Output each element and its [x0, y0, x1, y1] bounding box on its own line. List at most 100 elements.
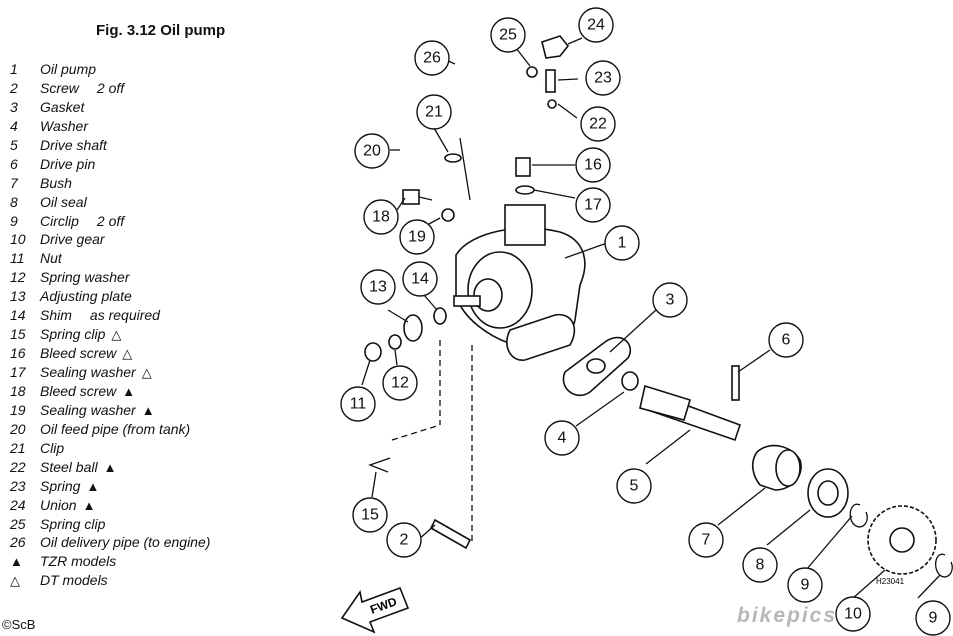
legend-item-text: Screw	[40, 79, 79, 96]
screw-part	[429, 518, 472, 550]
callout-24: 24	[578, 7, 614, 43]
legend-item-number: 4	[10, 117, 18, 134]
callout-circle	[688, 522, 724, 558]
callout-label: 4	[558, 430, 567, 447]
callout-label: 8	[756, 557, 765, 574]
legend-item-text: Adjusting plate	[40, 288, 132, 305]
callout-20: 20	[354, 133, 390, 169]
callout-circle	[835, 596, 871, 632]
callout-label: 10	[844, 606, 862, 623]
legend-item-number: 5	[10, 136, 18, 153]
fwd-arrow: FWD	[340, 586, 410, 634]
callout-circle	[616, 468, 652, 504]
callout-circle	[544, 420, 580, 456]
pump-flange	[506, 313, 576, 361]
legend-item-text: Nut	[40, 250, 62, 267]
callout-label: 20	[363, 143, 381, 160]
legend-item-text: Shim	[40, 307, 72, 324]
callout-circle	[382, 365, 418, 401]
callout-label: 7	[702, 532, 711, 549]
legend-item-number: 3	[10, 98, 18, 115]
legend-item-number: 7	[10, 174, 18, 191]
figure-title: Fig. 3.12 Oil pump	[96, 22, 226, 39]
sealing-washer-tzr-part	[441, 208, 455, 222]
tzr-marker-icon: ▲	[10, 554, 23, 570]
callout-label: 14	[411, 271, 429, 288]
legend-item-text: Clip	[40, 439, 65, 456]
callout-circle	[652, 282, 688, 318]
legend-key-item: △DT models	[10, 571, 340, 590]
callout-circle	[742, 547, 778, 583]
shim-part	[433, 307, 447, 325]
dt-marker-icon: △	[141, 365, 152, 380]
spring-clip-part	[526, 66, 538, 78]
callout-17: 17	[575, 187, 611, 223]
legend-item-number: 2	[10, 79, 18, 96]
callout-12: 12	[382, 365, 418, 401]
legend-item-text: Washer	[40, 117, 88, 134]
legend-item-text: Spring	[40, 477, 81, 494]
callout-22: 22	[580, 106, 616, 142]
callout-10: 10	[835, 596, 871, 632]
callout-16: 16	[575, 147, 611, 183]
callout-9: 9	[787, 567, 823, 603]
callout-circle	[416, 94, 452, 130]
callout-circle	[575, 147, 611, 183]
pipe-guide-line	[459, 137, 471, 201]
drive-gear-hub	[889, 527, 915, 553]
watermark-text: bikepics	[737, 604, 838, 627]
adjusting-plate-part	[403, 314, 423, 342]
drive-shaft-worm	[639, 384, 691, 421]
callout-3: 3	[652, 282, 688, 318]
callout-label: 19	[408, 229, 426, 246]
pump-shaft-stub	[453, 295, 481, 307]
legend-item-text: Spring washer	[40, 269, 130, 286]
legend-item-text: Oil feed pipe (from tank)	[40, 420, 191, 437]
callout-label: 11	[350, 396, 367, 413]
legend-item-number: 6	[10, 155, 18, 172]
oil-feed-pipe-inner	[396, 149, 472, 188]
legend-item-text: Sealing washer	[40, 364, 136, 380]
tzr-marker-icon: ▲	[141, 402, 155, 418]
callout-label: 22	[589, 116, 607, 133]
callout-circle	[490, 17, 526, 53]
legend-item-text: Drive shaft	[40, 136, 107, 153]
callout-circle	[360, 269, 396, 305]
circlip-part-1	[849, 503, 868, 528]
drive-pin-part	[731, 365, 740, 401]
legend-item-number: 24	[10, 496, 26, 513]
legend-item-number: 17	[10, 364, 26, 380]
callout-7: 7	[688, 522, 724, 558]
callout-label: 9	[801, 577, 810, 594]
spring-washer-part	[388, 334, 402, 350]
circlip-part-2	[935, 553, 953, 578]
union-part	[541, 35, 570, 59]
callout-9: 9	[915, 600, 951, 636]
legend-item-text: Bleed screw	[40, 382, 117, 399]
pump-rotor-hub	[473, 278, 503, 312]
legend-key-item: ▲TZR models	[10, 552, 340, 571]
legend-item: 4 Washer	[10, 117, 340, 136]
callout-23: 23	[585, 60, 621, 96]
legend-item-text: Spring clip	[40, 515, 106, 532]
legend-item-number: 9	[10, 212, 18, 229]
legend-item: 6 Drive pin	[10, 155, 340, 174]
legend-item-text: Spring clip	[40, 326, 106, 343]
legend-item-text: Drive pin	[40, 155, 96, 172]
callout-2: 2	[386, 522, 422, 558]
gasket-hole	[586, 358, 606, 374]
legend-item-number: 8	[10, 193, 18, 210]
